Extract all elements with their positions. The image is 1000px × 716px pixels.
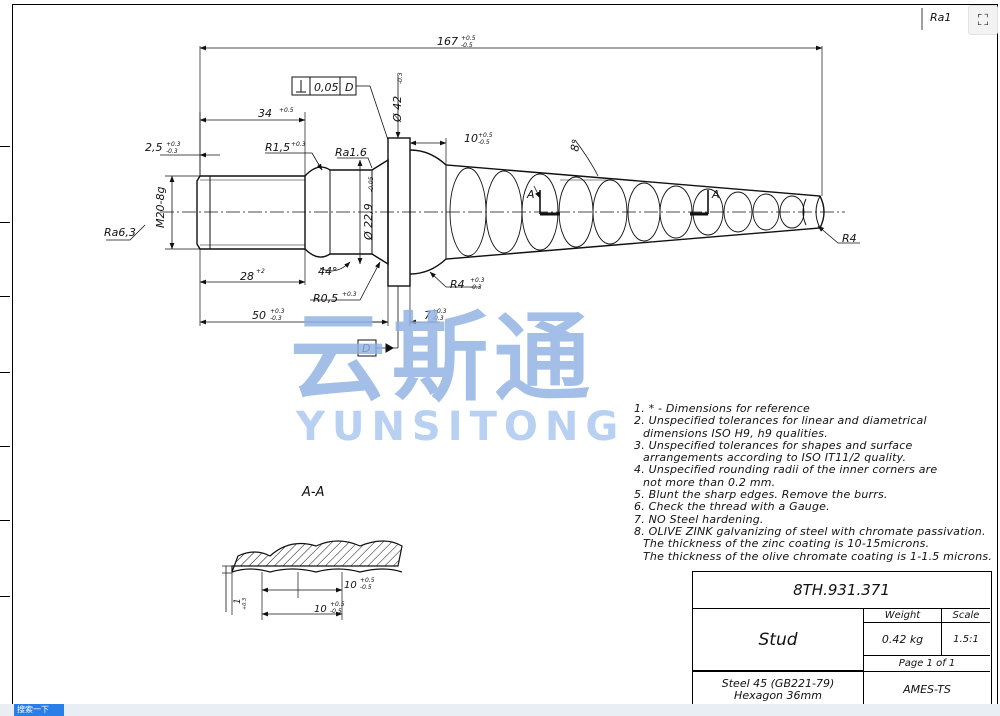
roughness-shank: Ra1.6 [335,146,367,159]
section-pitch-b-tol-lo: -0.5 [330,608,342,615]
dim-chamfer: 2,5 [145,141,163,154]
dim-small-radius-tol: +0.3 [342,291,357,298]
part-name: Stud [693,609,864,671]
datum-label: D [362,342,370,355]
dim-collar-radius: R4 [450,278,465,291]
section-pitch-a-tol-lo: -0.5 [360,584,372,591]
section-mark-left: A [526,188,535,201]
dim-small-radius: R0,5 [313,292,338,305]
sheet-margin-ticks [0,0,12,716]
dim-collar-thickness-tol-up: +0.3 [432,308,447,315]
dim-shank-diameter: Ø 22,9 [362,203,375,241]
material: Steel 45 (GB221-79) Hexagon 36mm [693,671,864,707]
dim-collar-diameter-tol: -0.3 [397,72,404,84]
page-info: Page 1 of 1 [898,658,956,669]
technical-notes: 1. * - Dimensions for reference 2. Unspe… [634,402,994,563]
perpendicularity-datum: D [345,81,353,94]
dim-collar-radius-tol-lo: -0.3 [470,284,482,291]
section-pitch-a-tol-up: +0.5 [360,577,375,584]
dim-overall-tol-lo: -0.5 [461,42,473,49]
scale-value: 1.5:1 [942,623,990,656]
dim-taper-start-tol-up: +0.5 [478,132,493,139]
dim-shank-diameter-tol: -0.05 [368,176,375,192]
expand-icon[interactable]: ⛶ [968,5,998,35]
bottom-search-tab[interactable]: 搜索一下 [14,704,64,716]
dim-overall-tol-up: +0.5 [461,35,476,42]
thread-spec: M20-8g [154,187,167,228]
note-line: 7. NO Steel hardening. [634,512,764,526]
dim-thread-length-28: 28 [240,270,254,283]
dim-taper-start-tol-lo: -0.5 [478,139,490,146]
material-line-2: Hexagon 36mm [734,688,822,702]
dim-fillet: R1,5 [265,141,290,154]
drawing-number: 8TH.931.371 [693,572,990,609]
dim-collar-radius-tol-up: +0.3 [470,277,485,284]
section-pitch-b-tol-up: +0.5 [330,601,345,608]
note-line: 3. Unspecified tolerances for shapes and… [634,438,913,452]
note-line: arrangements according to ISO IT11/2 qua… [643,451,907,465]
title-block: 8TH.931.371 Stud Weight Scale 0.42 kg 1.… [692,571,992,708]
corner-roughness: Ra1 [930,11,951,24]
dim-collar-thickness: 7 [424,309,431,322]
note-line: The thickness of the zinc coating is 10-… [643,537,930,551]
section-mark-right: A [711,188,720,201]
company: AMES-TS [864,671,990,707]
dim-length-to-collar-tol-lo: -0.3 [270,315,282,322]
dim-chamfer-tol-lo: -0.3 [166,148,178,155]
note-line: 2. Unspecified tolerances for linear and… [634,414,927,428]
scale-label: Scale [942,609,990,623]
note-line: The thickness of the olive chromate coat… [643,549,993,563]
section-title: A-A [301,485,324,500]
dim-collar-diameter: Ø 42 [391,96,404,123]
material-line-1: Steel 45 (GB221-79) [721,676,835,690]
dim-angle: 44° [318,265,338,278]
perpendicularity-tolerance: 0,05 [314,81,339,94]
dim-thread-length: 34 [258,107,272,120]
dim-tip-radius: R4 [842,232,857,245]
note-line: 5. Blunt the sharp edges. Remove the bur… [634,488,888,502]
dim-thread-length-28-tol: +2 [256,268,265,275]
section-pitch-a: 10 [344,580,357,591]
section-depth-tol: +0.3 [242,598,248,610]
note-line: 8. OLIVE ZINK galvanizing of steel with … [634,524,986,538]
note-line: 6. Check the thread with a Gauge. [634,500,830,514]
note-line: dimensions ISO H9, h9 qualities. [643,426,828,440]
dim-taper-angle: 8° [568,138,583,153]
dim-overall-length: 167 [437,35,458,48]
section-pitch-b: 10 [314,604,327,615]
dim-collar-thickness-tol-lo: -0.3 [432,315,444,322]
note-line: 4. Unspecified rounding radii of the inn… [634,463,938,477]
weight-label: Weight [864,609,942,623]
note-line: not more than 0.2 mm. [643,475,776,489]
dim-taper-start: 10 [464,132,478,145]
weight-value: 0.42 kg [864,623,942,656]
roughness-thread: Ra6,3 [104,226,136,239]
dim-fillet-tol: +0.3 [291,141,306,148]
dim-thread-length-tol: +0.5 [279,107,294,114]
bottom-bar [0,704,1000,716]
section-depth: 1 [233,598,243,604]
dim-length-to-collar: 50 [252,309,266,322]
note-line: 1. * - Dimensions for reference [634,402,810,415]
dim-chamfer-tol-up: +0.3 [166,141,181,148]
dim-length-to-collar-tol-up: +0.3 [270,308,285,315]
